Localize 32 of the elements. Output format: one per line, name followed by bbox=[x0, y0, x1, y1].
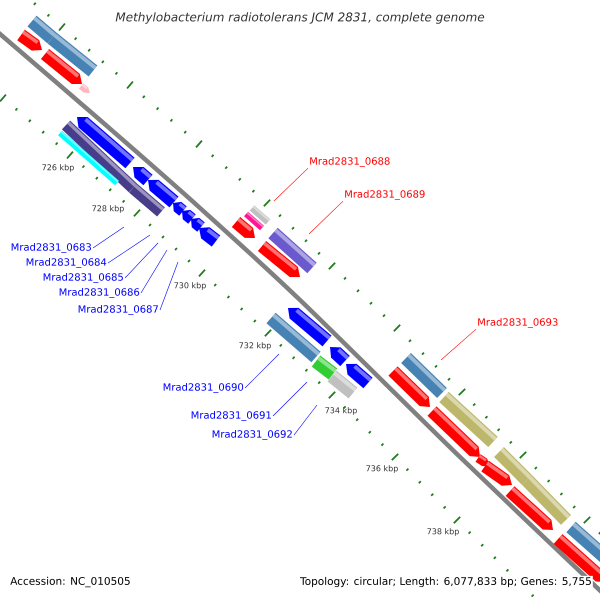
leader-line bbox=[274, 168, 308, 202]
gene-label: Mrad2831_0688 bbox=[310, 157, 390, 167]
gene-label: Mrad2831_0683 bbox=[12, 243, 91, 253]
gene-label: Mrad2831_0685 bbox=[44, 273, 123, 283]
leader-line bbox=[92, 226, 124, 248]
gene-label: Mrad2831_0692 bbox=[212, 430, 292, 440]
leader-line bbox=[124, 242, 158, 278]
leader-line bbox=[308, 200, 344, 234]
leader-line bbox=[140, 250, 168, 294]
leader-line bbox=[294, 404, 318, 436]
gene-label: Mrad2831_0687 bbox=[78, 305, 158, 315]
leader-line bbox=[272, 382, 308, 416]
leader-line bbox=[440, 328, 476, 360]
gene-label: Mrad2831_0691 bbox=[192, 411, 271, 421]
genome-info-text: Topology: circular; Length: 6,077,833 bp; Genes: 5,755 bbox=[299, 576, 593, 588]
tick-label: 730 kbp bbox=[174, 282, 206, 290]
leader-line bbox=[108, 234, 150, 264]
tick-label: 738 kbp bbox=[427, 528, 459, 536]
leader-line bbox=[160, 262, 178, 310]
tick-label: 734 kbp bbox=[325, 407, 357, 415]
tick-label: 736 kbp bbox=[366, 465, 398, 473]
gene-label: Mrad2831_0689 bbox=[345, 190, 425, 200]
tick-label: 726 kbp bbox=[42, 164, 74, 172]
gene-label: Mrad2831_0690 bbox=[164, 383, 244, 393]
gene-label: Mrad2831_0684 bbox=[26, 258, 106, 268]
tick-label: 728 kbp bbox=[92, 205, 124, 213]
title: Methylobacterium radiotolerans JCM 2831, complete genome bbox=[116, 12, 484, 24]
tick-label: 732 kbp bbox=[239, 342, 271, 350]
gene-label: Mrad2831_0686 bbox=[60, 288, 140, 298]
accession-text: Accession: NC_010505 bbox=[10, 576, 130, 588]
leader-line bbox=[244, 354, 280, 388]
gene-label: Mrad2831_0693 bbox=[478, 318, 558, 328]
